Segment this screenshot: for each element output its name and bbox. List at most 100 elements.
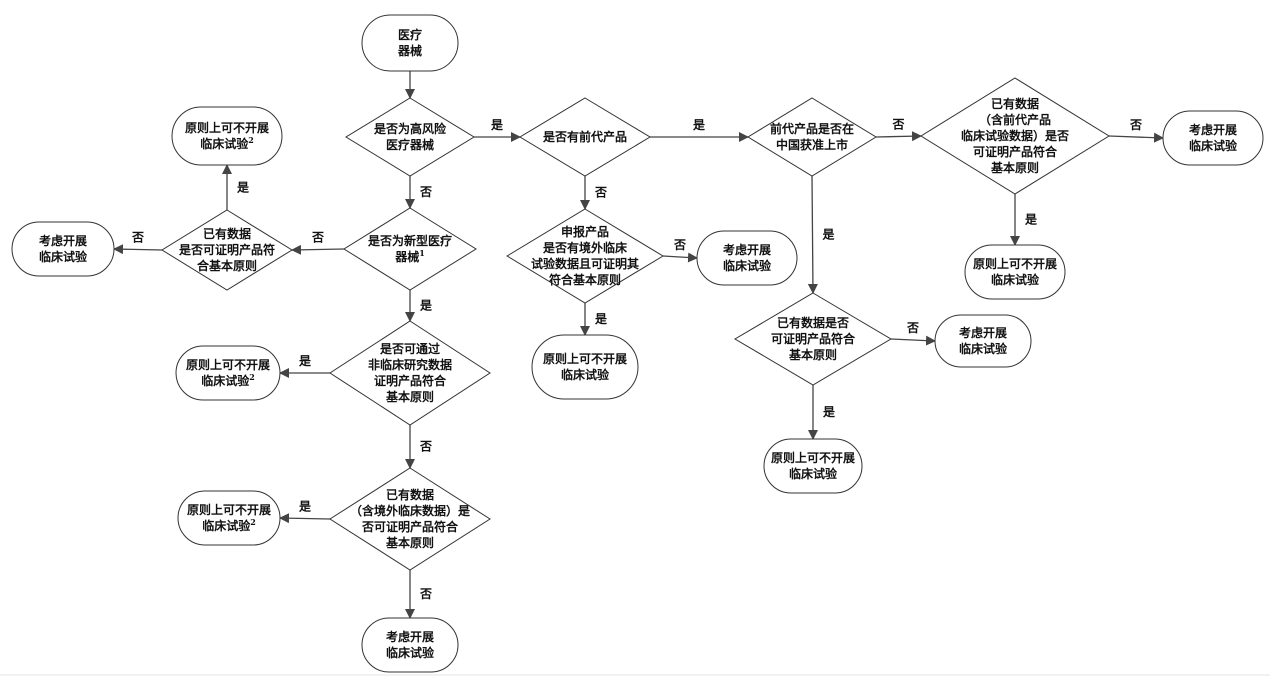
decision-diamond: [161, 209, 293, 291]
node-text-line: 可证明产品符合: [973, 144, 1058, 159]
edge-label: 否: [419, 185, 432, 199]
edge-d-declared-to-t-declared-exempt: 是: [580, 303, 608, 336]
node-text-line: 是否为高风险: [373, 121, 447, 136]
node-text: 医疗器械: [386, 137, 434, 152]
terminal-rounded-box: [964, 244, 1066, 300]
edge-label: 是: [594, 312, 608, 326]
node-text-line: 可证明产品符合: [771, 331, 856, 346]
footnote-superscript: 1: [419, 248, 425, 258]
edge-d-declared-to-t-declared-consider: 否: [662, 238, 698, 263]
arrow-connector: [1108, 132, 1164, 143]
node-text-line: 临床试验: [386, 645, 435, 660]
decision-diamond: [920, 77, 1110, 195]
node-text: 考虑开展: [959, 325, 1007, 340]
node-text-line: 原则上可不开展: [771, 450, 855, 465]
node-text-line: 临床试验: [1189, 138, 1238, 153]
node-text: 是否有境外临床: [542, 240, 628, 255]
node-text-line: 临床试验: [723, 258, 772, 273]
edge-label: 是: [298, 500, 312, 514]
terminal-rounded-box: [177, 490, 281, 546]
edge-d-overseas-to-t-overseas-exempt: 是: [279, 500, 331, 524]
node-text-line: 已有数据: [991, 96, 1039, 111]
nodes: 医疗器械是否为高风险医疗器械是否为新型医疗器械1是否可通过非临床研究数据证明产品…: [11, 14, 1264, 673]
node-text: 已有数据: [991, 96, 1039, 111]
node-text-line: 已有数据是否: [777, 315, 849, 330]
node-text: 已有数据: [386, 487, 434, 502]
node-text-line: 申报产品: [561, 224, 609, 239]
footnote-superscript: 2: [248, 135, 254, 145]
edge-label: 否: [891, 118, 904, 132]
node-text: 临床试验: [959, 341, 1008, 356]
node-text-line: 临床试验: [991, 272, 1040, 287]
arrow-connector: [291, 244, 345, 255]
node-text-line: 是否有前代产品: [542, 129, 627, 144]
node-text-line: 基本原则: [990, 160, 1039, 175]
node-text-line: 器械1: [394, 248, 425, 264]
edge-label: 是: [822, 405, 836, 419]
node-text: 是否为高风险: [373, 121, 447, 136]
edge-d-china-approved-to-d-approved-existing: 是: [807, 175, 835, 294]
edge-label: 是: [821, 228, 835, 242]
node-text-line: 临床试验数据）是否: [961, 128, 1069, 143]
node-text: 临床试验: [200, 136, 249, 151]
node-text-line: 器械: [397, 43, 422, 58]
node-text-line: 临床试验: [39, 249, 88, 264]
edge-label: 否: [594, 186, 607, 200]
node-text: 是否可通过: [379, 341, 440, 356]
node-text-line: 考虑开展: [1189, 122, 1237, 137]
edge-d-approved-existing-to-t-approved-consider: 否: [890, 321, 936, 346]
edge-d-predecessor-to-d-declared: 否: [580, 176, 607, 210]
edge-label: 否: [311, 231, 324, 245]
node-text: 基本原则: [385, 535, 434, 550]
node-text: 临床试验: [789, 466, 838, 481]
edge-label: 是: [490, 118, 504, 132]
edge-d-left-existing-to-t-left-consider: 否: [113, 231, 163, 255]
node-text: 考虑开展: [1189, 122, 1237, 137]
node-text: 可证明产品符合: [973, 144, 1058, 159]
arrow-connector: [279, 513, 331, 524]
edge-label: 否: [131, 231, 144, 245]
node-text-line: 前代产品是否在: [770, 121, 854, 136]
node-text: 基本原则: [788, 347, 837, 362]
node-text-line: （含境外临床数据）是: [350, 503, 471, 518]
node-text: 申报产品: [561, 224, 609, 239]
node-text: 临床试验: [561, 367, 610, 382]
terminal-rounded-box: [934, 314, 1032, 368]
node-text: 临床试验: [201, 373, 250, 388]
node-text-line: 临床试验2: [200, 135, 254, 151]
node-text-line: 临床试验: [959, 341, 1008, 356]
arrow-connector: [807, 175, 818, 294]
terminal-rounded-box: [1162, 110, 1264, 166]
edge-d-high-risk-to-d-predecessor: 是: [474, 118, 521, 142]
node-text-line: 试验数据且可证明其: [531, 256, 639, 271]
node-text-line: 考虑开展: [39, 233, 87, 248]
edge-label: 是: [419, 299, 433, 313]
node-text-line: （含前代产品: [979, 112, 1051, 127]
edge-label: 是: [298, 354, 312, 368]
edge-label: 否: [673, 238, 686, 252]
edge-d-high-risk-to-d-novel: 否: [405, 176, 432, 209]
edge-d-left-existing-to-t-left-exempt: 是: [222, 164, 250, 210]
terminal-rounded-box: [175, 345, 281, 401]
decision-diamond: [329, 320, 491, 426]
node-text: 原则上可不开展: [187, 502, 271, 517]
node-text: 临床试验: [39, 249, 88, 264]
terminal-node-start: 医疗器械: [361, 14, 459, 72]
node-text-line: 医疗器械: [386, 137, 434, 152]
node-text-line: 基本原则: [385, 389, 434, 404]
node-text: 基本原则: [990, 160, 1039, 175]
node-text-line: 已有数据: [203, 226, 251, 241]
node-text: 可证明产品符合: [771, 331, 856, 346]
